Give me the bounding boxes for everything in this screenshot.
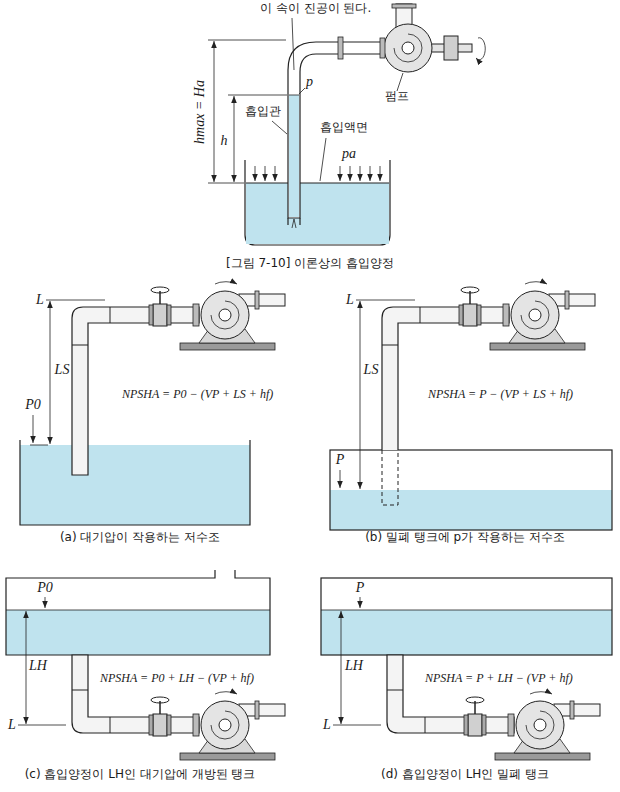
pressure-label: P [356,580,365,596]
datum-label: L [346,292,354,308]
sub-caption: (c) 흡입양정이 LH인 대기압에 개방된 탱크 [25,768,256,782]
part-label: 흡입관 [245,105,281,119]
dimension-label: LH [345,658,363,674]
pressure-label: P0 [37,580,53,596]
sub-caption: (a) 대기압이 작용하는 저수조 [60,531,220,545]
dimension-label: hmax = Ha [192,80,208,144]
formula: NPSHA = P0 + LH − (VP + hf) [100,672,254,686]
figure-caption: [그림 7-10] 이론상의 흡입양정 [226,257,394,271]
formula: NPSHA = P + LH − (VP + hf) [425,672,573,686]
datum-label: L [36,292,44,308]
dimension-label: LS [55,362,70,378]
datum-label: L [8,717,16,733]
dimension-label: h [221,133,228,149]
dimension-label: LH [29,658,47,674]
part-label: 흡입액면 [320,121,368,135]
datum-label: L [323,717,331,733]
pressure-label: P [336,452,345,468]
callout-note: 이 속이 진공이 된다. [260,2,371,16]
sub-caption: (d) 흡입양정이 LH인 밀폐 탱크 [381,768,549,782]
formula: NPSHA = P − (VP + LS + hf) [428,388,573,402]
pressure-label: pa [342,146,356,162]
pressure-label: p [306,74,313,90]
pressure-label: P0 [25,397,41,413]
formula: NPSHA = P0 − (VP + LS + hf) [122,388,273,402]
dimension-label: LS [364,362,379,378]
sub-caption: (b) 밀폐 탱크에 p가 작용하는 저수조 [365,531,565,545]
part-label: 펌프 [385,90,409,104]
